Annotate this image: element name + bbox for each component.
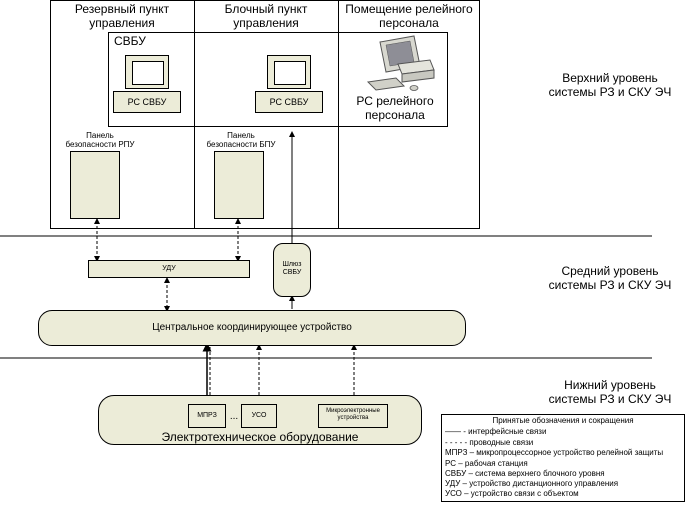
- level-label-bottom: Нижний уровень системы РЗ и СКУ ЭЧ: [548, 378, 672, 406]
- room-title-reserve: Резервный пункт управления: [74, 2, 170, 30]
- udu-box: [88, 260, 250, 278]
- central-coordinating-device-label: Центральное координирующее устройство: [152, 322, 352, 333]
- gateway-svbu: [273, 243, 311, 297]
- panel-bpu-label: Панель безопасности БПУ: [206, 131, 276, 150]
- panel-rpu: [70, 151, 120, 219]
- workstation-reserve: [113, 91, 181, 113]
- ellipsis: ...: [229, 411, 239, 422]
- workstation-block-monitor: [267, 55, 311, 89]
- top-rooms-frame: [50, 0, 480, 229]
- udu-label: УДУ: [162, 265, 176, 272]
- uso-label: УСО: [251, 412, 267, 419]
- mprz-label: МПРЗ: [197, 412, 217, 419]
- microelectronic-devices-label: Микроэлектронные устройства: [326, 408, 380, 421]
- workstation-reserve-monitor: [125, 55, 169, 89]
- central-coordinating-device: [38, 310, 466, 346]
- legend-item: УДУ – устройство дистанционного управлен…: [445, 479, 619, 488]
- legend: [441, 414, 685, 502]
- room-title-block: Блочный пункт управления: [224, 2, 308, 30]
- room-divider-2: [338, 0, 339, 229]
- panel-rpu-label: Панель безопасности РПУ: [65, 131, 135, 150]
- legend-title: Принятые обозначения и сокращения: [492, 416, 634, 425]
- room-title-relay: Помещение релейного персонала: [345, 2, 473, 30]
- legend-item: РС – рабочая станция: [445, 459, 528, 468]
- legend-item: - - - - - проводные связи: [445, 438, 534, 447]
- workstation-block: [255, 91, 323, 113]
- legend-item: СВБУ – система верхнего блочного уровня: [445, 469, 605, 478]
- uso-box: [241, 404, 277, 428]
- svbu-label: СВБУ: [114, 34, 146, 48]
- level-label-middle: Средний уровень системы РЗ и СКУ ЭЧ: [548, 264, 672, 292]
- workstation-block-label: РС СВБУ: [269, 97, 309, 107]
- svbu-frame: [108, 32, 448, 127]
- mprz-box: [188, 404, 226, 428]
- workstation-reserve-label: РС СВБУ: [127, 97, 167, 107]
- room-divider-1: [194, 0, 195, 229]
- level-label-top: Верхний уровень системы РЗ и СКУ ЭЧ: [548, 71, 672, 99]
- legend-item: —— - интерфейсные связи: [445, 427, 547, 436]
- workstation-relay-label: РС релейного персонала: [356, 94, 434, 122]
- microelectronic-devices-box: [318, 404, 388, 428]
- electrical-equipment-label: Электротехническое оборудование: [161, 430, 359, 444]
- gateway-svbu-label: Шлюз СВБУ: [282, 261, 302, 277]
- legend-item: УСО – устройство связи с объектом: [445, 489, 579, 498]
- panel-bpu: [214, 151, 264, 219]
- legend-item: МПРЗ – микропроцессорное устройство реле…: [445, 448, 664, 457]
